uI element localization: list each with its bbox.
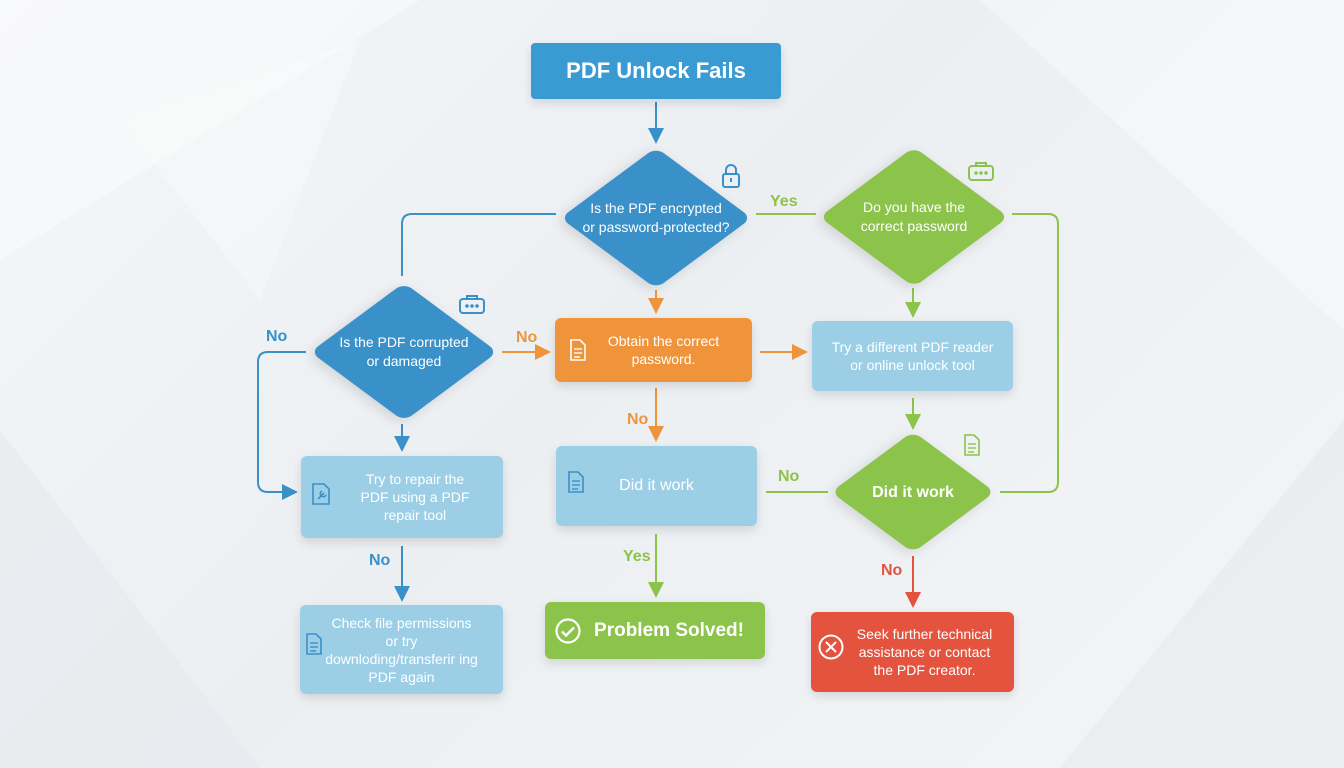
keypad-icon-corrupted: [459, 295, 485, 314]
close-circle-icon: [818, 634, 844, 660]
decision-corrupted-text: Is the PDF corrupted or damaged: [339, 334, 469, 369]
label-no-seek: No: [881, 562, 903, 579]
title-text: PDF Unlock Fails: [566, 58, 746, 83]
label-no-repair-down: No: [369, 552, 391, 569]
edge-password-loop: [1000, 213, 1059, 493]
didwork-mid-box: Did it work: [556, 446, 757, 526]
repair-box: Try to repair the PDF using a PDF repair…: [301, 456, 503, 538]
decision-didwork-right-text: Did it work: [872, 483, 954, 501]
decision-password-text: Do you have the correct password: [860, 198, 968, 234]
reader-box: Try a different PDF reader or online unl…: [812, 321, 1013, 391]
problem-solved-text: Problem Solved!: [594, 619, 744, 641]
title-box: PDF Unlock Fails: [531, 43, 781, 99]
permissions-text: Check file permissions or try downloding…: [325, 614, 478, 685]
edge-encrypted-corrupted: [401, 213, 556, 276]
document-icon-permissions: [306, 633, 322, 655]
document-icon-right: [964, 434, 980, 456]
decision-didwork-right: Did it work: [828, 430, 998, 554]
keypad-icon: [968, 162, 994, 181]
label-yes-solved: Yes: [623, 548, 651, 565]
label-no-right-mid: No: [778, 468, 800, 485]
label-no-mid-left: No: [516, 329, 538, 346]
check-circle-icon: [555, 618, 581, 644]
document-icon-obtain: [570, 339, 586, 361]
document-icon-didwork: [568, 471, 584, 493]
label-no-left: No: [266, 328, 288, 345]
seek-help-text: Seek further technical assistance or con…: [856, 626, 993, 678]
permissions-box: Check file permissions or try downloding…: [300, 605, 503, 694]
decision-encrypted-text: Is the PDF encrypted or password-protect…: [582, 199, 730, 235]
problem-solved-box: Problem Solved!: [545, 602, 765, 659]
edge-corrupted-repair-no: [257, 351, 306, 500]
lock-icon: [722, 164, 740, 188]
repair-tool-icon: [312, 483, 330, 505]
didwork-mid-text: Did it work: [619, 477, 694, 494]
decision-encrypted: Is the PDF encrypted or password-protect…: [556, 145, 756, 290]
decision-corrupted: Is the PDF corrupted or damaged: [306, 282, 502, 422]
seek-help-box: Seek further technical assistance or con…: [811, 612, 1014, 692]
reader-text: Try a different PDF reader or online unl…: [831, 339, 994, 373]
label-yes-top: Yes: [770, 193, 798, 210]
decision-password: Do you have the correct password: [816, 145, 1012, 288]
obtain-password-box: Obtain the correct password.: [555, 318, 752, 382]
label-no-mid-down: No: [627, 411, 649, 428]
obtain-password-text: Obtain the correct password.: [607, 333, 720, 367]
repair-text: Try to repair the PDF using a PDF repair…: [360, 471, 470, 523]
